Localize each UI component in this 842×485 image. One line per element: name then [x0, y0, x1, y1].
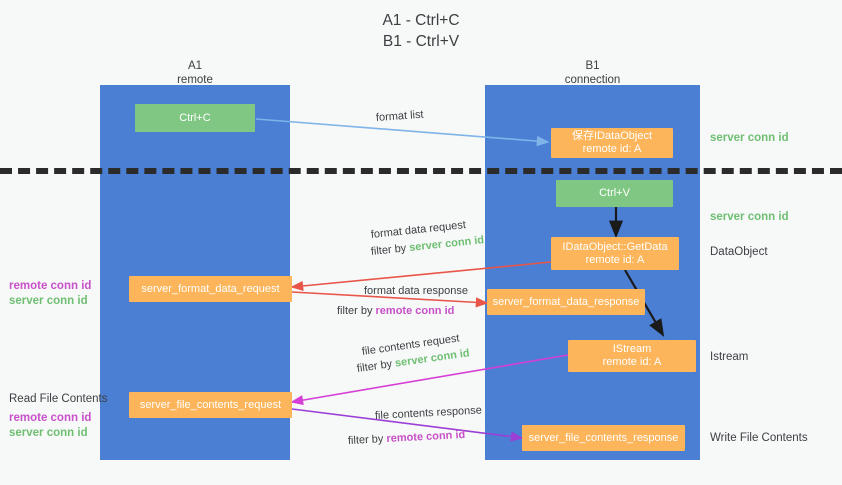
label-dataobject: DataObject: [710, 246, 768, 258]
box-ctrl-v[interactable]: Ctrl+V: [556, 180, 673, 207]
edge-label-format-data-response: format data response: [364, 285, 468, 297]
label-remote-conn-id-1: remote conn id: [9, 280, 92, 292]
box-save-idataobject[interactable]: 保存IDataObject remote id: A: [551, 128, 673, 158]
filter-key-remote-conn-id: remote conn id: [375, 305, 455, 317]
box-getdata[interactable]: IDataObject::GetData remote id: A: [551, 237, 679, 270]
page-title: A1 - Ctrl+C B1 - Ctrl+V: [382, 12, 460, 50]
label-server-conn-id-1: server conn id: [9, 295, 88, 307]
lane-header-a1: A1 remote: [177, 60, 213, 86]
filter-prefix: filter by: [356, 357, 396, 375]
label-write-file-contents: Write File Contents: [710, 432, 808, 444]
lane-header-b1: B1 connection: [564, 60, 621, 86]
box-ctrl-c[interactable]: Ctrl+C: [135, 104, 255, 132]
box-istream[interactable]: IStream remote id: A: [568, 340, 696, 372]
label-server-conn-id-2: server conn id: [9, 427, 88, 439]
filter-prefix: filter by: [337, 305, 376, 317]
edge-label-file-contents-response: file contents response: [374, 404, 483, 422]
label-remote-conn-id-2: remote conn id: [9, 412, 92, 424]
box-server-file-contents-request[interactable]: server_file_contents_request: [129, 392, 292, 418]
label-read-file-contents: Read File Contents: [9, 393, 108, 405]
label-istream: Istream: [710, 351, 749, 363]
edge-label-format-list: format list: [375, 108, 424, 124]
edge-label-format-data-response-filter: filter by remote conn id: [337, 304, 454, 319]
dashed-separator: [0, 168, 842, 174]
filter-key-remote-conn-id: remote conn id: [386, 428, 466, 445]
filter-prefix: filter by: [347, 432, 387, 447]
edge-label-file-contents-response-filter: filter by remote conn id: [348, 428, 466, 449]
filter-prefix: filter by: [370, 242, 410, 258]
label-server-conn-id-top: server conn id: [710, 132, 789, 144]
box-server-file-contents-response[interactable]: server_file_contents_response: [522, 425, 685, 451]
label-server-conn-id-second: server conn id: [710, 211, 789, 223]
box-server-format-data-response[interactable]: server_format_data_response: [487, 289, 645, 315]
box-server-format-data-request[interactable]: server_format_data_request: [129, 276, 292, 302]
